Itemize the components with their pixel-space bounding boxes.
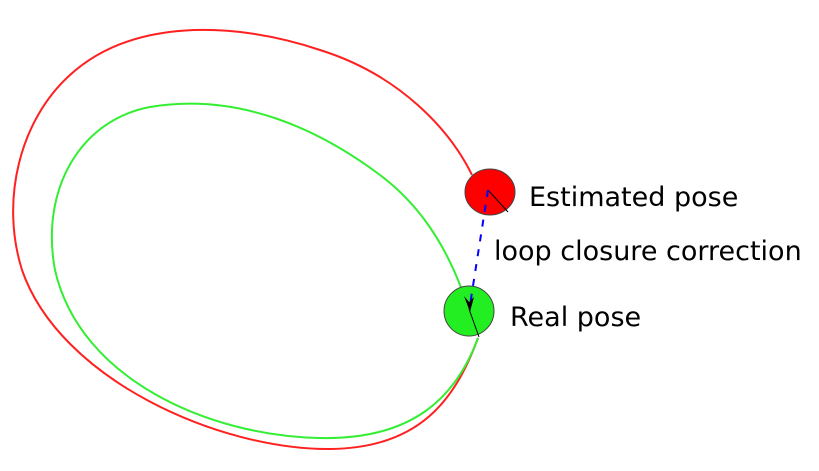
estimated-pose-label: Estimated pose	[529, 182, 739, 213]
loop-closure-label: loop closure correction	[494, 236, 802, 267]
real-pose-label: Real pose	[510, 302, 642, 333]
estimated-trajectory	[12, 28, 479, 451]
arrowhead-icon	[464, 296, 474, 312]
real-heading	[468, 308, 480, 338]
estimated-heading	[487, 189, 509, 213]
real-trajectory	[50, 102, 479, 440]
real-pose-marker	[443, 285, 495, 337]
loop-closure-arrow	[469, 189, 489, 306]
